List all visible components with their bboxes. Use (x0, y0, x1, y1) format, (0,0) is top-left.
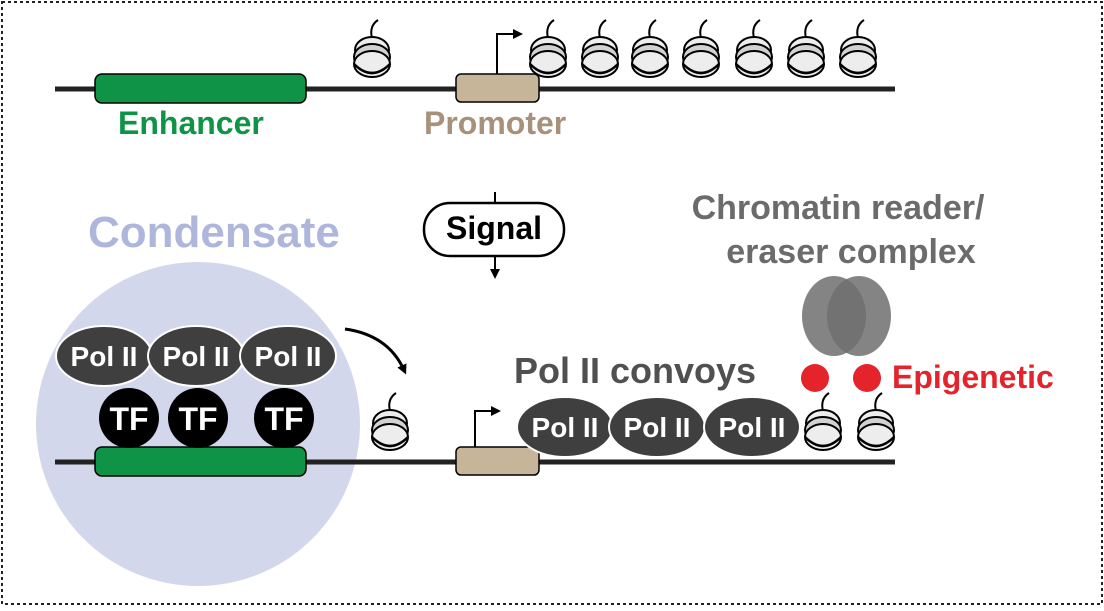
nucleosome (580, 18, 620, 79)
pol-ii-label: Pol II (71, 341, 138, 372)
epigenetic-mark (801, 364, 829, 392)
polymerase-cluster-condensate: Pol II Pol II Pol II (55, 325, 337, 387)
epigenetic-mark (853, 364, 881, 392)
pol-ii-label: Pol II (719, 412, 786, 443)
nucleosome (803, 391, 843, 452)
tf-circle (254, 388, 314, 448)
transcription-factors: TF TF TF (99, 388, 314, 448)
nucleosome (786, 18, 826, 79)
pol-ii-blob (703, 396, 801, 458)
pol-ii-label: Pol II (163, 341, 230, 372)
promoter-box-top (455, 73, 540, 103)
reader-label-line1: Chromatin reader/ (692, 189, 985, 227)
nucleosome (630, 18, 670, 79)
signal-label: Signal (446, 210, 542, 246)
nucleosome (528, 18, 568, 79)
convoys-label: Pol II convoys (514, 350, 756, 391)
pol-ii-label: Pol II (624, 412, 691, 443)
tf-label: TF (264, 401, 303, 437)
reader-label-line2: eraser complex (726, 233, 976, 271)
tss-arrow-bottom (474, 406, 501, 447)
pol-ii-label: Pol II (255, 341, 322, 372)
pol-ii-label: Pol II (532, 412, 599, 443)
nucleosome (838, 18, 878, 79)
reader-complex-right-lobe (827, 276, 891, 356)
polymerase-convoy: Pol II Pol II Pol II (516, 396, 801, 458)
nucleosome-row-top (352, 18, 878, 79)
promoter-box-bottom (455, 446, 540, 476)
promoter-label: Promoter (424, 105, 566, 141)
signal-box (422, 201, 566, 258)
tf-circle (99, 388, 159, 448)
tf-circle (168, 388, 228, 448)
epigenetic-label: Epigenetic (892, 359, 1054, 395)
nucleosome (734, 18, 774, 79)
enhancer-box-top (94, 73, 307, 104)
pol-ii-blob (239, 325, 337, 387)
nucleosome (856, 391, 896, 452)
nucleosome (370, 391, 410, 452)
nucleosome (681, 18, 721, 79)
enhancer-label: Enhancer (118, 105, 264, 141)
tf-label: TF (109, 401, 148, 437)
tf-label: TF (178, 401, 217, 437)
enhancer-box-bottom (94, 446, 307, 477)
nucleosome (352, 18, 392, 79)
tss-arrow-top (496, 29, 523, 74)
condensate-label: Condensate (88, 208, 340, 257)
curved-arrow (344, 327, 407, 375)
